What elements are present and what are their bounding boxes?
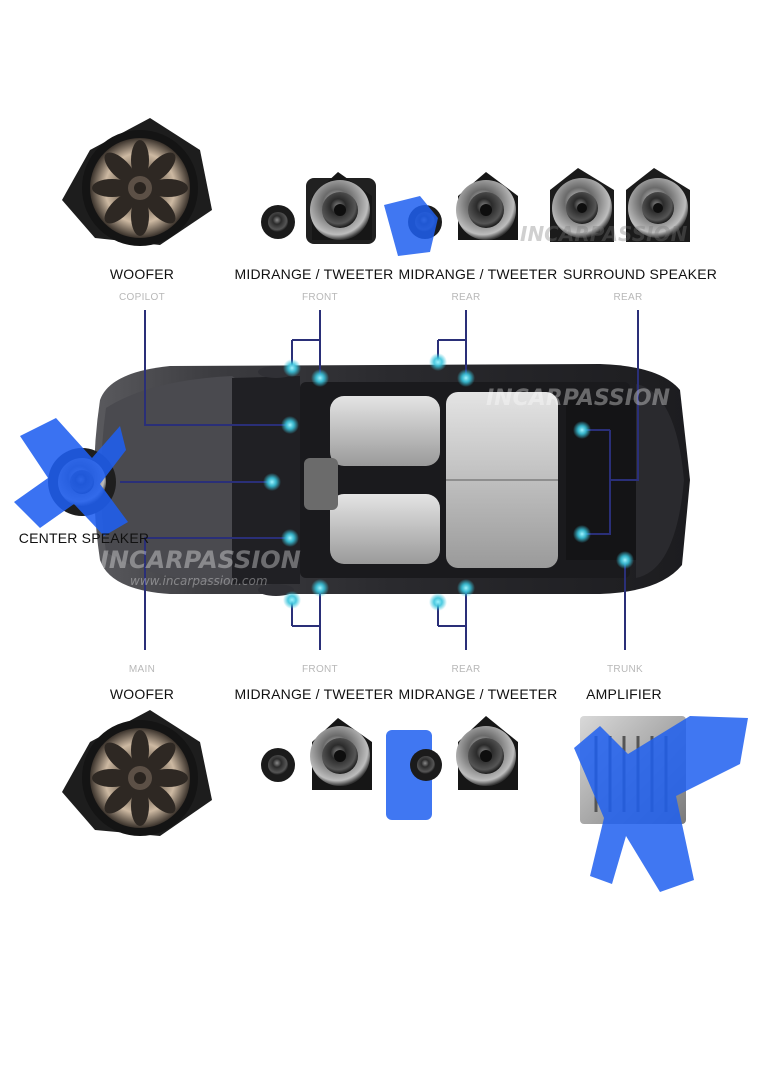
midrange-tweeter-rear-top-sublabel: REAR xyxy=(451,292,481,303)
speaker-markers xyxy=(263,353,634,611)
censor-block xyxy=(384,196,438,256)
surround-speaker-label: SURROUND SPEAKER xyxy=(562,266,718,282)
woofer-copilot-image xyxy=(62,118,212,246)
woofer-copilot-label: WOOFER xyxy=(109,266,175,282)
midrange-tweeter-front-bottom-sublabel: FRONT xyxy=(302,664,338,675)
woofer-main-image xyxy=(62,710,212,836)
amplifier-label: AMPLIFIER xyxy=(586,686,662,702)
leader-lines xyxy=(120,310,639,650)
surround-speaker-sublabel: REAR xyxy=(613,292,643,303)
url-watermark: www.incarpassion.com xyxy=(130,574,268,588)
midrange-tweeter-rear-top-label: MIDRANGE / TWEETER xyxy=(398,266,558,282)
midrange-tweeter-rear-bottom-image xyxy=(386,716,518,820)
car-top-view xyxy=(94,364,690,596)
center-speaker-image xyxy=(14,418,128,536)
midrange-tweeter-front-top-image xyxy=(261,172,376,244)
midrange-tweeter-rear-bottom-sublabel: REAR xyxy=(451,664,481,675)
amplifier-image xyxy=(574,716,748,892)
woofer-main-label: WOOFER xyxy=(109,686,175,702)
midrange-tweeter-front-bottom-image xyxy=(261,718,372,790)
center-speaker-label: CENTER SPEAKER xyxy=(18,530,150,546)
brand-watermark: INCARPASSION xyxy=(520,222,688,246)
midrange-tweeter-front-top-sublabel: FRONT xyxy=(302,292,338,303)
midrange-tweeter-front-bottom-label: MIDRANGE / TWEETER xyxy=(234,686,394,702)
brand-watermark: INCARPASSION xyxy=(486,386,671,411)
midrange-tweeter-rear-bottom-label: MIDRANGE / TWEETER xyxy=(398,686,558,702)
woofer-main-sublabel: MAIN xyxy=(128,664,156,675)
amplifier-sublabel: TRUNK xyxy=(607,664,643,675)
midrange-tweeter-front-top-label: MIDRANGE / TWEETER xyxy=(234,266,394,282)
surround-speaker-image xyxy=(550,168,690,242)
woofer-copilot-sublabel: COPILOT xyxy=(119,292,165,303)
brand-watermark: INCARPASSION xyxy=(100,546,301,574)
